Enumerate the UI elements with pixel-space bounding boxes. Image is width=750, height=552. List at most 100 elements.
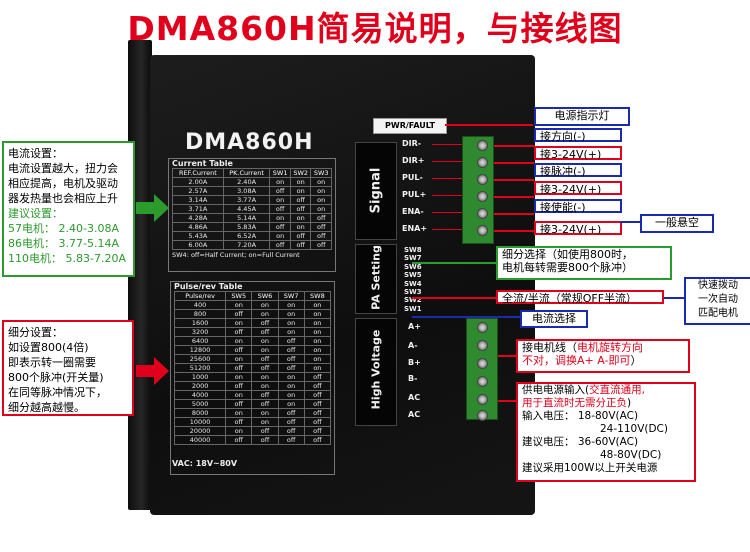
dir-minus-pointer [494,145,534,147]
current-table-cell: 6.52A [222,231,271,241]
pulse-table-cell: off [303,399,332,409]
pulse-table-cell: on [303,318,332,328]
ena-minus-annotation: 接使能(-) [534,199,622,214]
terminal-screw-icon [477,340,488,351]
current-table-header-cell: SW3 [310,168,332,178]
pulse-table-cell: on [303,300,332,310]
quick-line-3: 匹配电机 [698,308,738,319]
dip-switch-label: SW3 [404,288,422,296]
pulse-table-cell: 12800 [173,345,227,355]
signal-pin-label: DIR- [402,139,422,148]
pulse-table-cell: on [277,318,305,328]
microstep-pointer [412,262,496,264]
pulse-table-cell: 25600 [173,354,227,364]
current-table-cell: 3.71A [172,204,224,214]
dir-plus-annotation: 接3-24V(+) [534,146,622,161]
pulse-table-cell: 8000 [173,408,227,418]
pulse-table-header-cell: SW5 [225,291,253,301]
terminal-screw-icon [477,208,488,219]
pulse-table-cell: off [225,399,253,409]
pulse-table-cell: on [225,318,253,328]
current-table-cell: 2.00A [172,177,224,187]
current-note-8: 110电机： 5.83-7.20A [8,252,126,265]
terminal-screw-icon [477,225,488,236]
pul-plus-pointer [494,196,534,198]
power-text-1-red: 交直流通用, [589,384,645,396]
current-table-cell: 4.45A [222,204,271,214]
signal-pin-label: DIR+ [402,156,425,165]
pulse-table-cell: 10000 [173,417,227,427]
power-pointer [498,400,516,402]
power-pin-label: B- [408,374,418,383]
terminal-screw-icon [477,322,488,333]
current-select-annotation: 电流选择 [520,310,588,328]
current-table-cell: on [289,222,312,232]
pulse-table-cell: on [277,381,305,391]
pulse-table-cell: on [225,426,253,436]
pulse-table-cell: off [225,435,253,445]
dip-switch-label: SW8 [404,246,422,254]
pulse-table-cell: on [225,408,253,418]
power-text-1: 供电电源输入( [522,384,590,396]
motor-text-2: ） [630,354,642,367]
pulse-table-cell: off [277,408,305,418]
signal-pin-label: ENA+ [402,224,428,233]
terminal-screw-icon [477,157,488,168]
power-line-5: 建议电压： 36-60V(AC) [522,436,639,448]
pulse-table-cell: 1600 [173,318,227,328]
vac-label: VAC: 18V~80V [172,459,238,468]
current-table-cell: off [269,186,291,196]
current-table-cell: 5.43A [172,231,224,241]
current-table-cell: off [269,240,291,250]
current-table-cell: on [269,195,291,205]
half-full-pointer [412,297,496,299]
pulse-table-cell: off [303,381,332,391]
current-table-note: SW4: off=Half Current; on=Full Current [172,251,300,259]
current-table-header-cell: SW1 [269,168,291,178]
signal-pin-lead [432,229,462,230]
pulse-table-cell: off [303,417,332,427]
power-pin-label: A+ [408,322,421,331]
current-table-cell: 3.08A [222,186,271,196]
current-table-cell: 3.77A [222,195,271,205]
pulse-table-cell: off [303,426,332,436]
pulse-table-title: Pulse/rev Table [174,282,243,291]
pulse-table-cell: on [303,345,332,355]
current-table-cell: 5.83A [222,222,271,232]
dip-switch-label: SW4 [404,279,422,288]
current-table-cell: on [310,177,332,187]
pulse-table-cell: off [251,435,279,445]
pulse-table-cell: off [251,363,279,373]
pulse-table-cell: 2000 [173,381,227,391]
pulse-table-cell: on [303,363,332,373]
terminal-screw-icon [477,191,488,202]
motor-text-1-red: 电机旋转方向 [577,341,643,354]
terminal-screw-icon [477,410,488,421]
dir-minus-annotation: 接方向(-) [534,128,622,143]
pul-minus-annotation: 接脉冲(-) [534,163,622,178]
pulse-table-cell: off [251,327,279,337]
pulse-table-cell: off [225,327,253,337]
current-note-6: 57电机： 2.40-3.08A [8,222,119,235]
pulse-table-cell: on [251,345,279,355]
current-table-cell: off [310,213,332,223]
pulse-table-cell: on [251,381,279,391]
pulse-table-cell: off [225,345,253,355]
green-arrow-icon [136,194,169,222]
pwr-fault-label: PWR/FAULT [373,118,447,134]
current-table-cell: off [269,204,291,214]
current-table-cell: 6.00A [172,240,224,250]
current-table-cell: 2.40A [222,177,271,187]
pulse-table-cell: on [303,336,332,346]
current-table-cell: on [269,213,291,223]
